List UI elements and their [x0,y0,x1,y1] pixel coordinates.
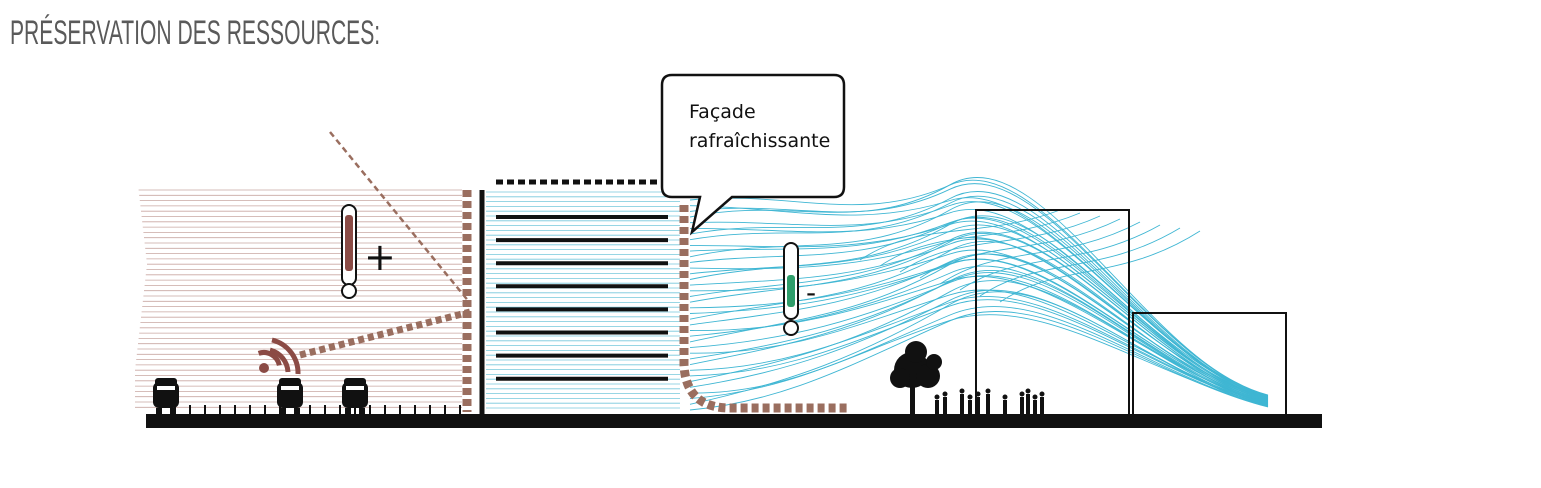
tall-building [975,209,1130,416]
thermometer-cool-sign: - [806,276,816,309]
building-cool-air-lines [486,191,680,409]
hot-air-lines [135,189,462,408]
thermometer-hot-fill [345,215,353,271]
callout-line-1: Façade [689,101,756,123]
pedestrians-icon [934,388,1045,414]
building-floors [496,215,668,381]
thermometer-hot-icon [341,204,357,299]
thermometer-hot-sign: + [364,235,396,279]
cooling-airflow-lines [689,177,1269,411]
thermometer-cool-fill [787,275,795,307]
callout-line-2: rafraîchissante [689,130,830,152]
ground [146,414,1322,428]
low-building [1132,312,1287,416]
car-icon [277,378,303,414]
tree-icon [890,341,942,414]
callout-bubble [660,73,846,236]
sun-ray-line [329,131,471,304]
ground-ticks [159,405,461,414]
car-icon [342,378,368,414]
heat-emission-icon [257,337,301,375]
thermometer-cool-icon [783,242,799,336]
page-title: PRÉSERVATION DES RESSOURCES: [10,14,381,52]
car-icon [153,378,179,414]
